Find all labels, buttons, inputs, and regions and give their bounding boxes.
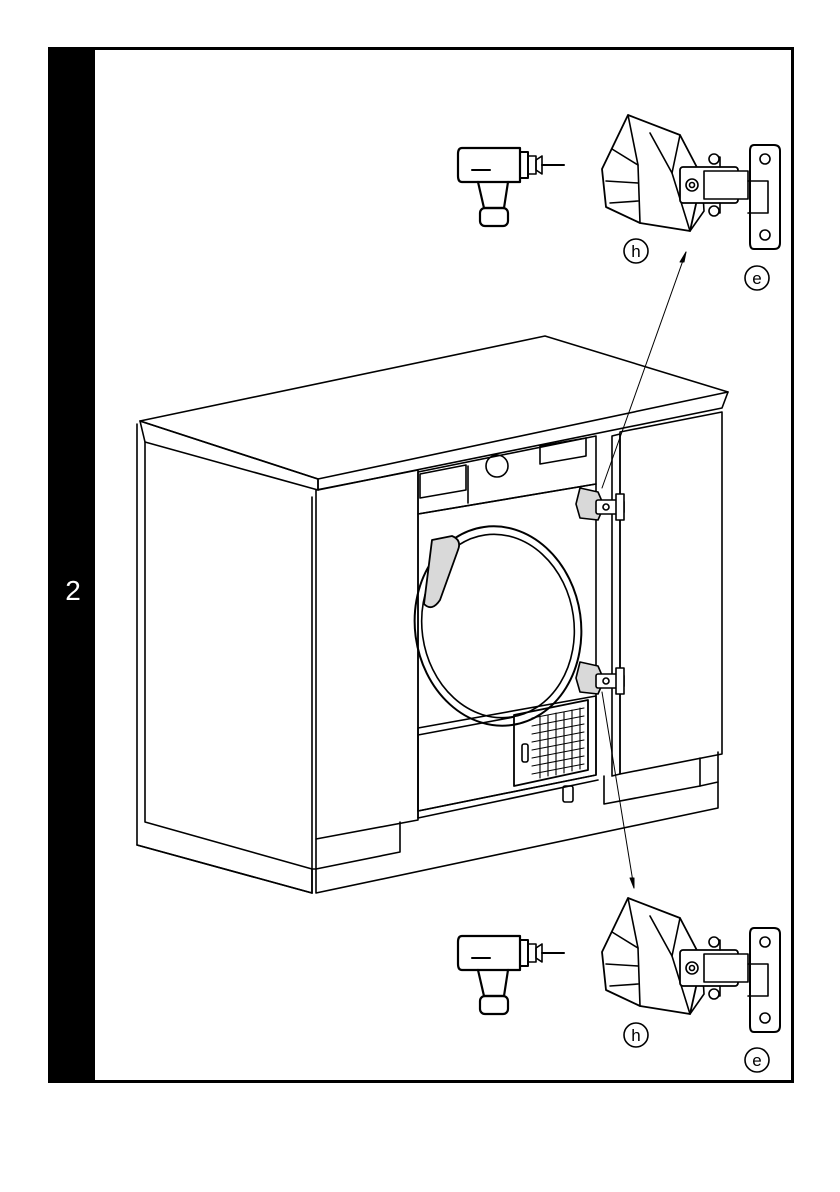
hinge-icon-top: [602, 115, 748, 231]
label-hinge-bottom: h: [631, 1026, 640, 1045]
tumble-dryer: [402, 436, 598, 818]
hinge-small-bottom: [576, 662, 624, 694]
label-hinge-top: h: [631, 242, 640, 261]
label-plate-bottom: e: [752, 1051, 761, 1070]
drill-icon-bottom: [458, 936, 564, 1014]
hinge-icon-bottom: [602, 898, 748, 1014]
drill-icon-top: [458, 148, 564, 226]
hinge-small-top: [576, 488, 624, 520]
mounting-plate-icon-bottom: [748, 928, 780, 1032]
cabinet: [137, 336, 728, 893]
mounting-plate-icon-top: [748, 145, 780, 249]
label-plate-top: e: [752, 269, 761, 288]
pointer-line-top: [602, 252, 686, 488]
pointer-line-bottom: [602, 692, 634, 888]
